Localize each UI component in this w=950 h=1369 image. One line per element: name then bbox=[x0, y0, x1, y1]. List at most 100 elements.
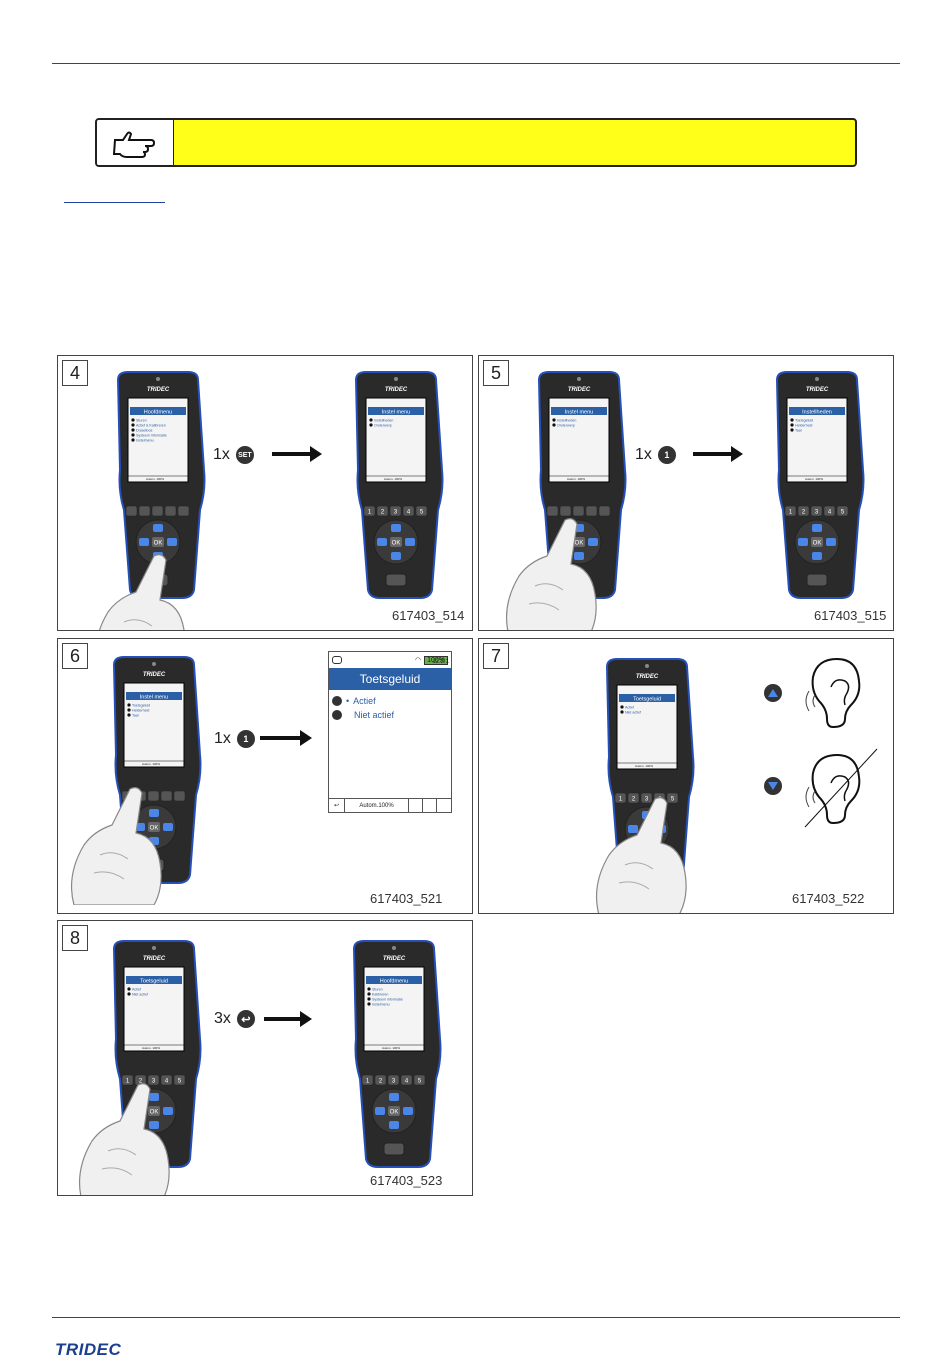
svg-text:4: 4 bbox=[165, 1079, 169, 1085]
device-screen-footer: Autom. 100% bbox=[635, 764, 653, 768]
ear-sound-off-icon bbox=[801, 747, 881, 836]
svg-text:3: 3 bbox=[152, 1079, 156, 1085]
device-screen-item: Onderwerp bbox=[374, 424, 392, 428]
svg-text:1: 1 bbox=[619, 797, 623, 803]
device-screen-footer: Autom. 100% bbox=[142, 1046, 160, 1050]
repeat-count: 3x bbox=[214, 1010, 231, 1027]
device-screen-item: Toetsgeluid bbox=[795, 419, 813, 423]
toetsgeluid-screen: ◠ 100% 12.2.1 Toetsgeluid • Actief Niet … bbox=[328, 651, 452, 813]
figure-id: 617403_514 bbox=[392, 608, 465, 623]
device-screen-title: Instel menu bbox=[140, 695, 168, 701]
device-screen-item: Actief bbox=[625, 706, 634, 710]
svg-text:2: 2 bbox=[802, 510, 806, 516]
device-screen-item: Instelmenu bbox=[372, 1003, 390, 1007]
step-number: 7 bbox=[483, 643, 509, 669]
footer-rule bbox=[52, 1317, 900, 1318]
pointing-hand-icon bbox=[97, 120, 174, 165]
device-screen-item: Onderwerp bbox=[557, 424, 575, 428]
figure-id: 617403_515 bbox=[814, 608, 887, 623]
pressing-hand-icon bbox=[78, 1083, 170, 1195]
step-number: 8 bbox=[62, 925, 88, 951]
svg-text:1: 1 bbox=[789, 510, 793, 516]
device-screen-title: Instellheden bbox=[802, 410, 832, 416]
device-brand: TRIDEC bbox=[147, 387, 170, 393]
pressing-hand-icon bbox=[595, 797, 687, 913]
set-button-icon: SET bbox=[235, 446, 254, 464]
device-screen-footer: Autom. 100% bbox=[384, 477, 402, 481]
svg-text:5: 5 bbox=[420, 510, 424, 516]
selected-marker: • bbox=[346, 696, 350, 706]
svg-text:2: 2 bbox=[379, 1079, 383, 1085]
step-number: 4 bbox=[62, 360, 88, 386]
battery-indicator: 100% bbox=[424, 655, 448, 665]
arrow-icon bbox=[693, 446, 743, 462]
svg-text:1: 1 bbox=[366, 1079, 370, 1085]
figure-id: 617403_522 bbox=[792, 891, 865, 906]
option-actief: • Actief bbox=[329, 694, 451, 708]
pressing-hand-icon bbox=[98, 554, 185, 630]
pressing-hand-icon bbox=[70, 787, 162, 905]
device-screen-footer: Autom. 100% bbox=[142, 762, 160, 766]
back-button-icon: ↩ bbox=[236, 1010, 255, 1028]
device-brand: TRIDEC bbox=[385, 387, 408, 393]
device-brand: TRIDEC bbox=[383, 956, 406, 962]
device-screen-item: Helderheid bbox=[795, 424, 812, 428]
figure-id: 617403_523 bbox=[370, 1173, 443, 1188]
svg-text:2: 2 bbox=[381, 510, 385, 516]
action-label: 3x ↩ bbox=[214, 1010, 255, 1028]
device-screen-item: Instellheden bbox=[374, 419, 393, 423]
back-icon: ↩ bbox=[329, 799, 345, 812]
down-button-icon bbox=[764, 777, 782, 795]
device-screen-title: Toetsgeluid bbox=[633, 697, 661, 703]
button-1-icon: 1 bbox=[657, 446, 676, 464]
svg-text:OK: OK bbox=[390, 1110, 399, 1116]
device-screen-item: Helderheid bbox=[132, 709, 149, 713]
screen-title: 12.2.1 Toetsgeluid bbox=[329, 659, 451, 690]
device-icon bbox=[332, 656, 342, 664]
repeat-count: 1x bbox=[214, 730, 231, 747]
action-label: 1x 1 bbox=[214, 730, 255, 748]
device-screen-title: Toetsgeluid bbox=[140, 979, 168, 985]
screen-footer: ↩ Autom.100% bbox=[329, 798, 451, 812]
svg-text:3: 3 bbox=[645, 797, 649, 803]
repeat-count: 1x bbox=[635, 446, 652, 463]
figure-id: 617403_521 bbox=[370, 891, 443, 906]
arrow-icon bbox=[272, 446, 322, 462]
device-screen-item: Taal bbox=[795, 429, 802, 433]
arrow-icon bbox=[264, 1011, 312, 1027]
device-screen-item: Instelmenu bbox=[136, 439, 154, 443]
device-screen-item: Instellheden bbox=[557, 419, 576, 423]
device-screen-item: Systeem informatie bbox=[372, 998, 403, 1002]
device-screen-item: Actief bbox=[132, 988, 141, 992]
svg-text:OK: OK bbox=[392, 541, 401, 547]
arrow-icon bbox=[260, 730, 312, 746]
device-screen-item: Sturen bbox=[136, 419, 147, 423]
svg-text:OK: OK bbox=[154, 541, 163, 547]
device-screen-title: Instel menu bbox=[565, 410, 593, 416]
notice-box bbox=[95, 118, 857, 167]
up-button-icon bbox=[332, 696, 342, 706]
device-screen-item: Niet actief bbox=[132, 993, 148, 997]
device-screen-item: Taal bbox=[132, 714, 139, 718]
header-rule bbox=[52, 63, 900, 64]
device-brand: TRIDEC bbox=[806, 387, 829, 393]
device-brand: TRIDEC bbox=[143, 672, 166, 678]
svg-text:1: 1 bbox=[126, 1079, 130, 1085]
svg-text:5: 5 bbox=[841, 510, 845, 516]
down-button-icon bbox=[332, 710, 342, 720]
svg-text:OK: OK bbox=[813, 541, 822, 547]
svg-text:OK: OK bbox=[575, 541, 584, 547]
device-screen-footer: Autom. 100% bbox=[382, 1046, 400, 1050]
link-underline[interactable] bbox=[64, 202, 165, 203]
pressing-hand-icon bbox=[505, 518, 597, 630]
svg-text:OK: OK bbox=[150, 826, 159, 832]
svg-text:2: 2 bbox=[139, 1079, 143, 1085]
status-bar: ◠ 100% bbox=[329, 652, 451, 668]
svg-text:1: 1 bbox=[368, 510, 372, 516]
